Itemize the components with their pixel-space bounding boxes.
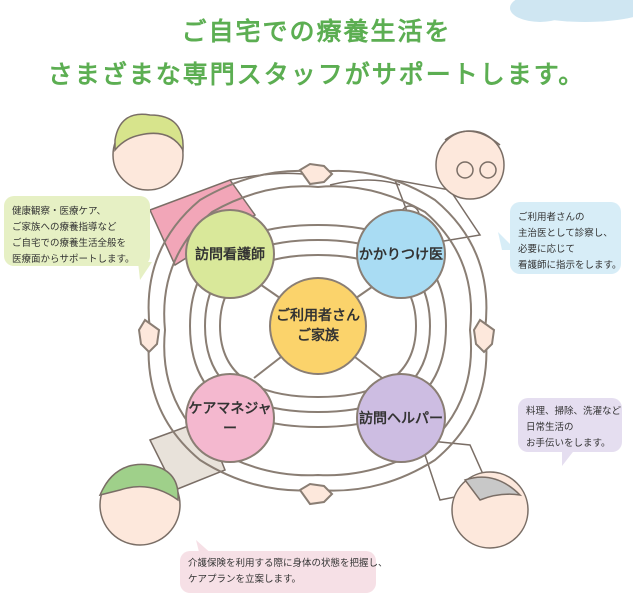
helper-bubble-line: 日常生活の bbox=[526, 422, 574, 433]
cloud-decoration bbox=[510, 0, 633, 22]
hands-ring bbox=[137, 162, 496, 506]
doctor-bubble-line: 必要に応じて bbox=[518, 244, 576, 255]
nurse-bubble-line: 医療面からサポートします。 bbox=[12, 254, 135, 265]
nurse-circle bbox=[185, 209, 275, 299]
nurse-bubble-line: ご自宅での療養生活全般を bbox=[12, 238, 127, 249]
helper-circle bbox=[356, 373, 446, 463]
center-label-line-2: ご家族 bbox=[297, 328, 339, 344]
helper-figure bbox=[418, 439, 529, 549]
role-helper-label: 訪問ヘルパー bbox=[359, 411, 443, 427]
headline-line-2: さまざまな専門スタッフがサポートします。 bbox=[47, 60, 586, 89]
care-bubble: 介護保険を利用する際に身体の状態を把握し、 ケアプランを立案します。 bbox=[180, 551, 388, 593]
doctor-bubble-line: 看護師に指示をします。 bbox=[518, 260, 622, 271]
helper-bubble-line: お手伝いをします。 bbox=[526, 438, 611, 449]
helper-bubble: 料理、掃除、洗濯など 日常生活の お手伝いをします。 bbox=[518, 398, 622, 452]
doctor-circle bbox=[356, 209, 446, 299]
center-label-line-1: ご利用者さん bbox=[276, 308, 360, 324]
nurse-bubble-line: ご家族への療養指導など bbox=[12, 222, 117, 233]
nurse-bubble: 健康観察・医療ケア、 ご家族への療養指導など ご自宅での療養生活全般を 医療面か… bbox=[4, 196, 150, 266]
center-label: ご利用者さん ご家族 bbox=[266, 296, 370, 356]
doctor-bubble: ご利用者さんの 主治医として診察し、 必要に応じて 看護師に指示をします。 bbox=[510, 202, 622, 274]
care-bubble-line: ケアプランを立案します。 bbox=[188, 574, 302, 585]
doctor-figure bbox=[329, 130, 505, 246]
doctor-bubble-line: 主治医として診察し、 bbox=[518, 228, 613, 239]
doctor-bubble-line: ご利用者さんの bbox=[518, 212, 585, 223]
nurse-bubble-tail bbox=[138, 262, 152, 280]
caremanager-circle bbox=[185, 373, 275, 463]
helper-bubble-line: 料理、掃除、洗濯など bbox=[526, 406, 622, 417]
nurse-bubble-line: 健康観察・医療ケア、 bbox=[12, 206, 107, 217]
role-caremanager-label: ケアマネジャー bbox=[188, 401, 272, 437]
caremanager-figure bbox=[98, 419, 226, 546]
role-nurse-label: 訪問看護師 bbox=[195, 247, 265, 263]
role-doctor-label: かかりつけ医 bbox=[358, 247, 444, 263]
headline-line-1: ご自宅での療養生活を bbox=[181, 17, 452, 46]
center-circle bbox=[269, 277, 367, 375]
helper-bubble-tail bbox=[562, 448, 576, 466]
care-bubble-line: 介護保険を利用する際に身体の状態を把握し、 bbox=[188, 558, 388, 569]
